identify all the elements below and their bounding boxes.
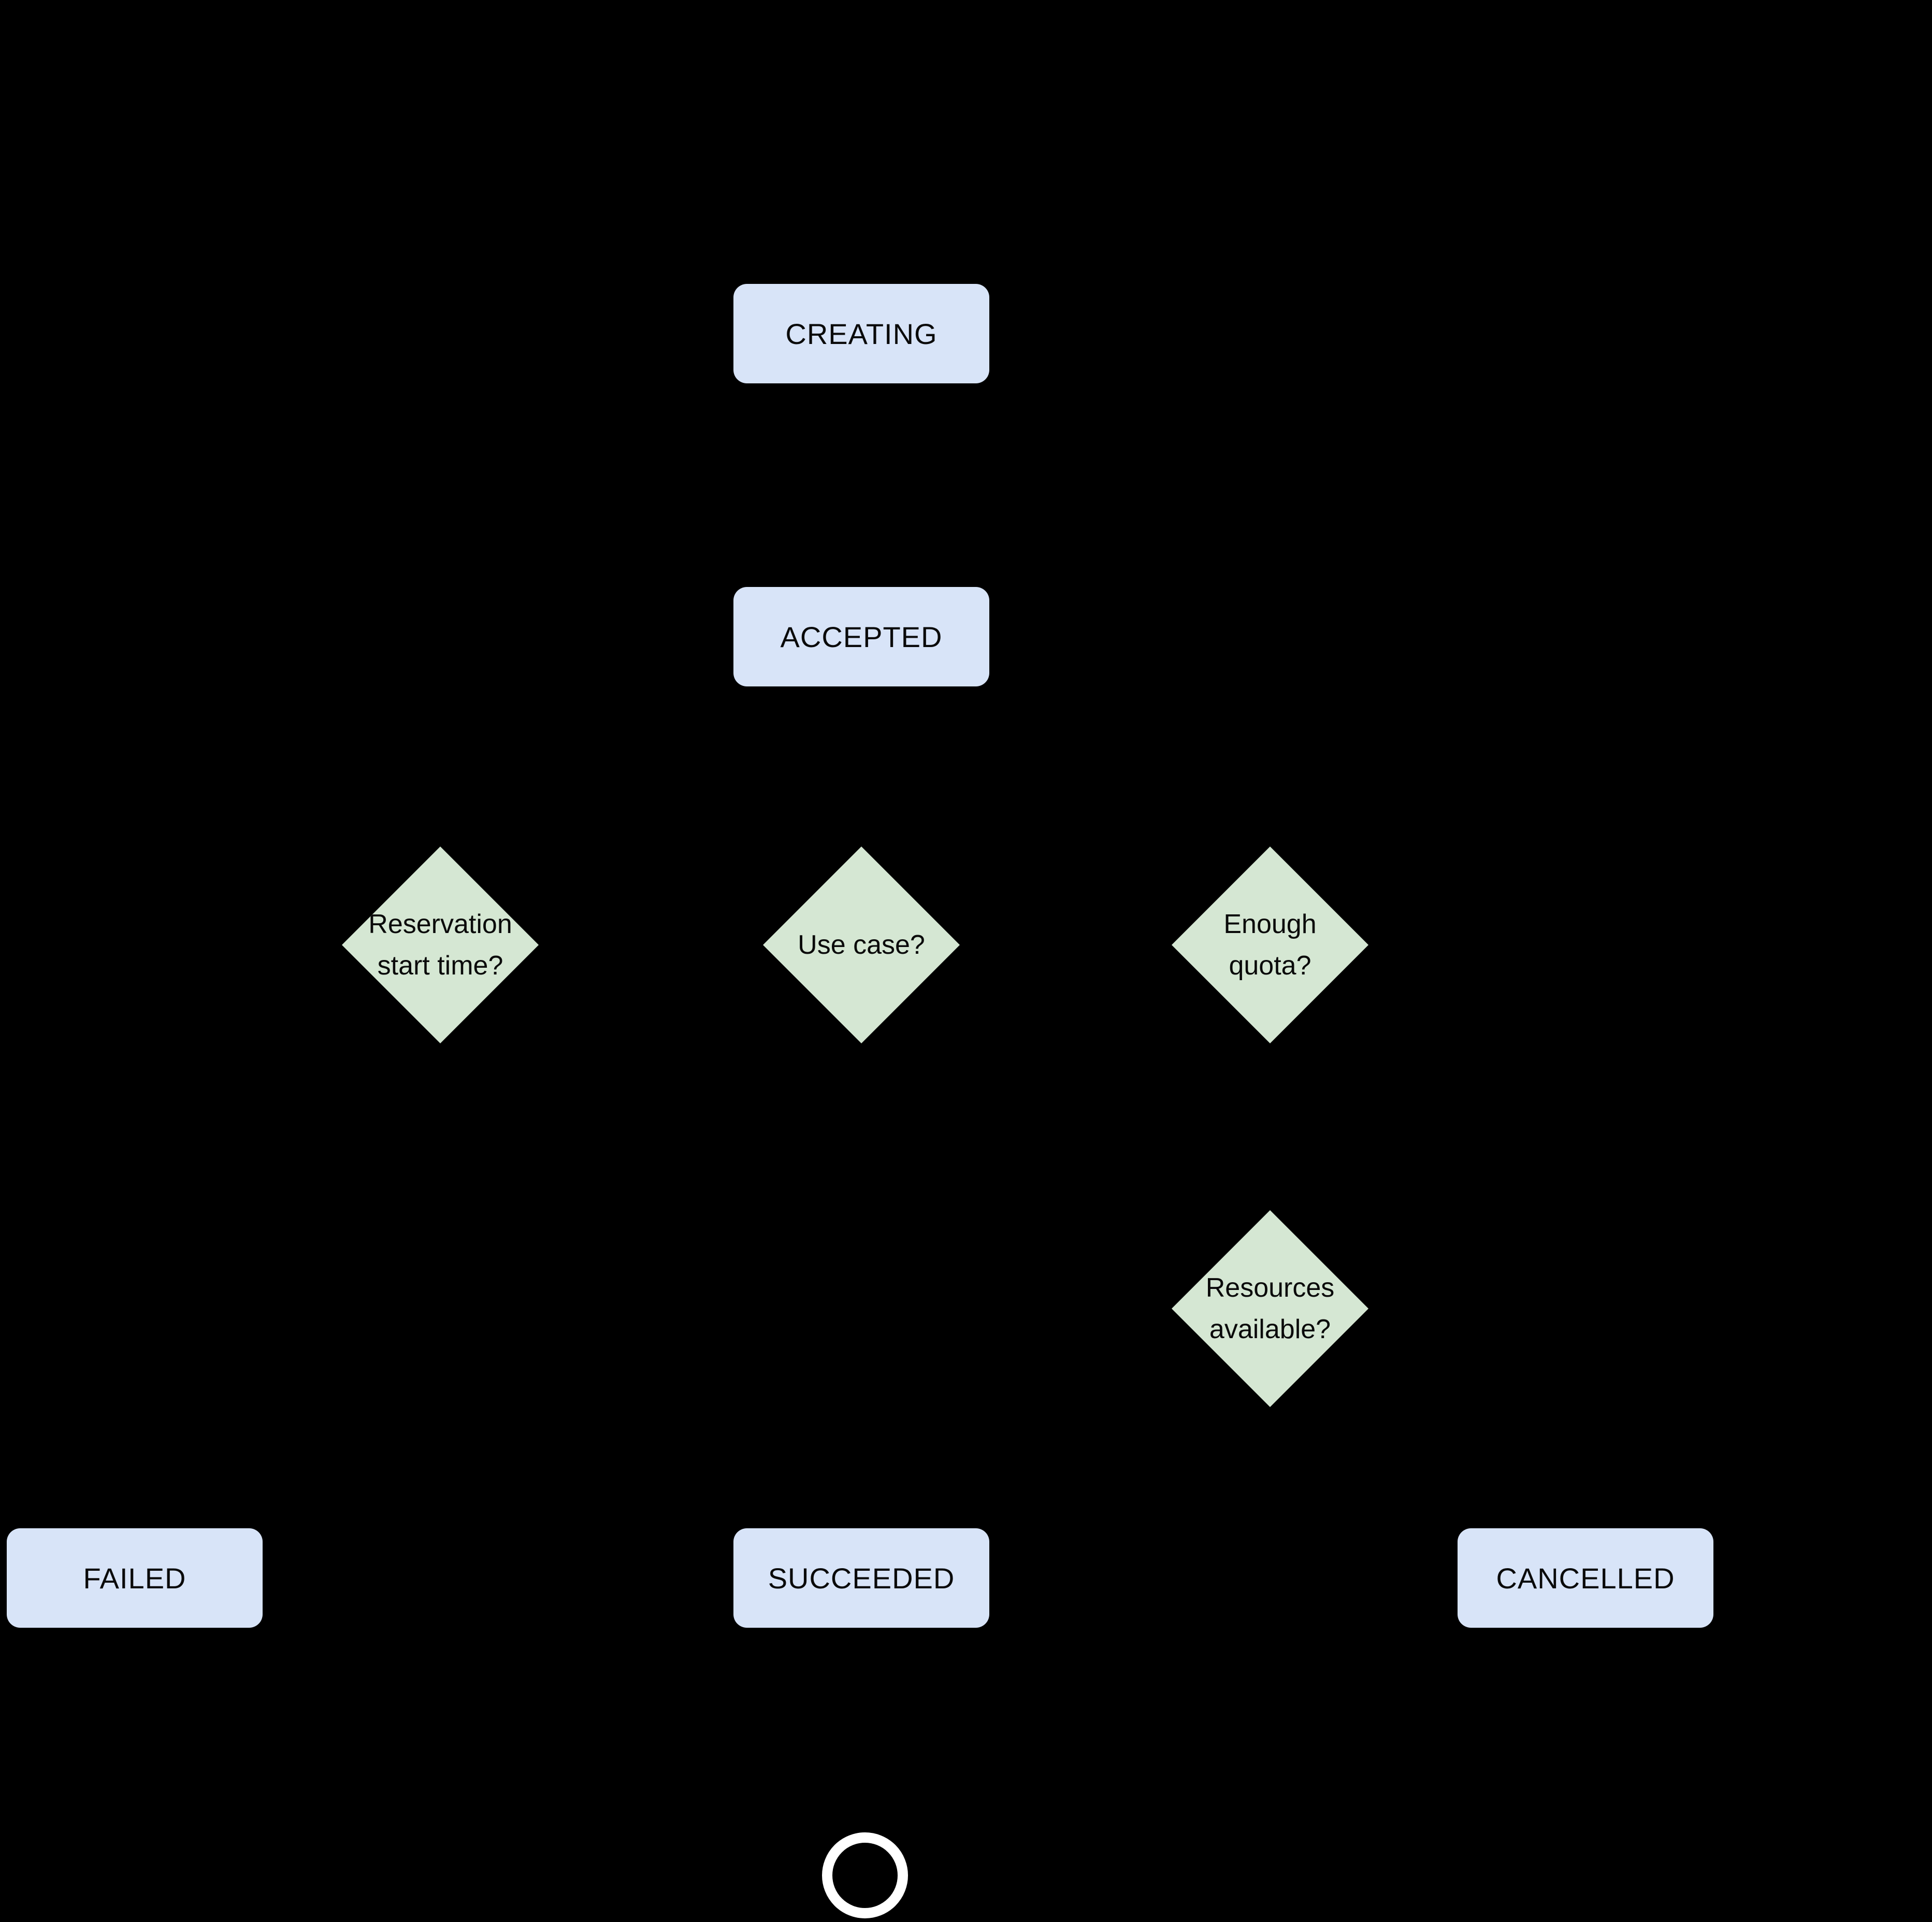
state-node-accepted: ACCEPTED <box>733 587 989 686</box>
decision-node-enough-quota: Enough quota? <box>1172 847 1368 1043</box>
decision-label-reservation-start-time: Reservation start time? <box>368 909 512 981</box>
decision-label-resources-available: Resources available? <box>1205 1273 1335 1344</box>
decision-label-use-case: Use case? <box>798 930 925 960</box>
state-node-cancelled: CANCELLED <box>1458 1528 1713 1628</box>
state-node-succeeded: SUCCEEDED <box>733 1528 989 1628</box>
state-label-accepted: ACCEPTED <box>780 620 943 653</box>
decision-label-enough-quota: Enough quota? <box>1223 909 1317 981</box>
state-label-failed: FAILED <box>83 1561 186 1595</box>
decision-node-use-case: Use case? <box>763 847 960 1043</box>
state-label-succeeded: SUCCEEDED <box>768 1561 955 1595</box>
state-label-creating: CREATING <box>785 317 938 350</box>
state-label-cancelled: CANCELLED <box>1496 1561 1675 1595</box>
decision-node-reservation-start-time: Reservation start time? <box>342 847 539 1043</box>
state-node-creating: CREATING <box>733 284 989 383</box>
final-state-ring-icon <box>822 1832 908 1918</box>
state-node-failed: FAILED <box>7 1528 263 1628</box>
decision-node-resources-available: Resources available? <box>1172 1210 1368 1407</box>
